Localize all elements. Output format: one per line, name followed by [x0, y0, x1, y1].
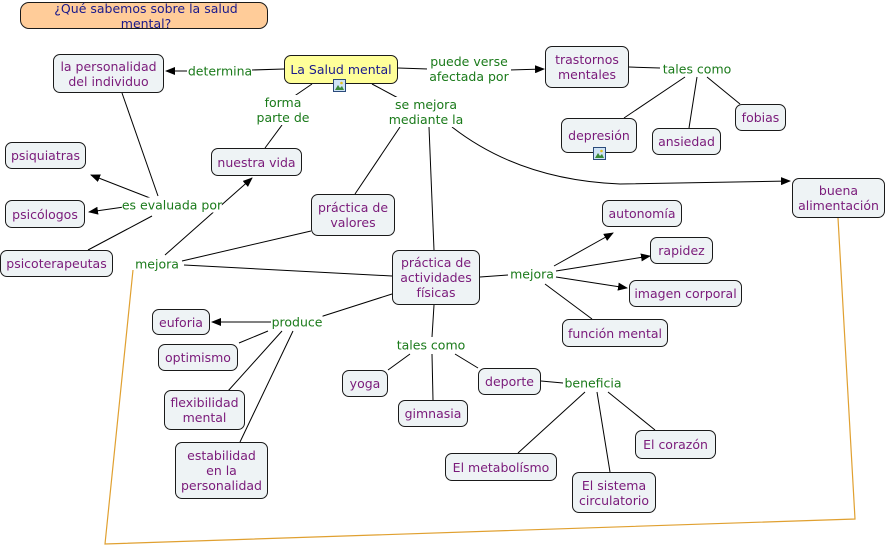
node-salud-mental[interactable]: La Salud mental: [284, 55, 398, 84]
node-practica-valores-label: práctica de valores: [317, 200, 389, 230]
node-practica-actividades-label: práctica de actividades físicas: [400, 255, 472, 300]
node-autonomia[interactable]: autonomía: [602, 200, 682, 227]
node-optimismo-label: optimismo: [165, 350, 231, 365]
node-flexibilidad[interactable]: flexibilidad mental: [164, 390, 245, 430]
node-psicologos[interactable]: psicólogos: [5, 200, 85, 228]
focus-question-text: ¿Qué sabemos sobre la salud mental?: [54, 0, 238, 31]
node-imagen-corporal-label: imagen corporal: [634, 286, 737, 301]
node-yoga-label: yoga: [349, 376, 381, 391]
node-imagen-corporal[interactable]: imagen corporal: [629, 280, 742, 307]
node-gimnasia[interactable]: gimnasia: [398, 400, 468, 427]
node-buena-alimentacion[interactable]: buena alimentación: [792, 178, 885, 218]
link-produce: produce: [271, 314, 323, 330]
node-fobias-label: fobias: [741, 110, 780, 125]
link-puede-verse: puede verse afectada por: [427, 54, 511, 84]
node-corazon[interactable]: El corazón: [635, 430, 716, 459]
image-attachment-icon[interactable]: [333, 79, 346, 92]
node-euforia[interactable]: euforia: [152, 309, 210, 335]
node-euforia-label: euforia: [159, 314, 203, 330]
node-fobias[interactable]: fobias: [735, 104, 786, 131]
node-flexibilidad-label: flexibilidad mental: [170, 395, 239, 425]
link-determina: determina: [187, 63, 253, 79]
node-ansiedad-label: ansiedad: [658, 134, 715, 149]
link-mejora-left: mejora: [135, 256, 179, 272]
node-estabilidad-label: estabilidad en la personalidad: [181, 448, 262, 493]
node-funcion-mental-label: función mental: [568, 325, 662, 341]
node-metabolismo[interactable]: El metabolísmo: [445, 453, 557, 481]
node-depresion-label: depresión: [568, 128, 630, 143]
node-psiquiatras[interactable]: psiquiatras: [5, 142, 86, 169]
node-psicologos-label: psicólogos: [12, 206, 78, 222]
link-forma-parte: forma parte de: [253, 95, 313, 125]
node-psiquiatras-label: psiquiatras: [10, 148, 81, 163]
link-se-mejora: se mejora mediante la: [387, 97, 465, 127]
node-psicoterapeutas[interactable]: psicoterapeutas: [0, 250, 113, 277]
node-sistema-circulatorio-label: El sistema circulatorio: [579, 477, 649, 508]
node-personalidad[interactable]: la personalidad del individuo: [53, 54, 164, 93]
link-evaluada: es evaluada por: [121, 197, 223, 213]
node-nuestra-vida[interactable]: nuestra vida: [211, 148, 302, 176]
image-icon-graphic-depresion: [595, 149, 604, 158]
node-trastornos[interactable]: trastornos mentales: [545, 46, 629, 88]
node-salud-mental-label: La Salud mental: [290, 62, 392, 77]
node-practica-actividades[interactable]: práctica de actividades físicas: [392, 250, 480, 305]
node-ansiedad[interactable]: ansiedad: [652, 128, 721, 155]
image-attachment-icon-depresion[interactable]: [593, 147, 606, 160]
node-sistema-circulatorio[interactable]: El sistema circulatorio: [572, 472, 656, 513]
node-autonomia-label: autonomía: [608, 206, 676, 221]
node-nuestra-vida-label: nuestra vida: [217, 154, 296, 170]
node-optimismo[interactable]: optimismo: [158, 344, 238, 371]
node-rapidez-label: rapidez: [658, 243, 705, 258]
focus-question: ¿Qué sabemos sobre la salud mental?: [20, 0, 268, 31]
node-practica-valores[interactable]: práctica de valores: [311, 194, 395, 236]
link-beneficia: beneficia: [564, 375, 622, 391]
link-mejora-right: mejora: [510, 266, 554, 282]
node-personalidad-label: la personalidad del individuo: [60, 58, 157, 89]
node-deporte-label: deporte: [485, 374, 534, 389]
image-icon-graphic: [335, 81, 344, 90]
node-estabilidad[interactable]: estabilidad en la personalidad: [175, 442, 268, 499]
node-psicoterapeutas-label: psicoterapeutas: [6, 256, 107, 271]
node-corazon-label: El corazón: [643, 437, 708, 452]
node-buena-alimentacion-label: buena alimentación: [798, 183, 879, 213]
node-rapidez[interactable]: rapidez: [650, 237, 713, 264]
node-metabolismo-label: El metabolísmo: [452, 459, 550, 475]
link-tales-como-2: tales como: [396, 337, 466, 353]
link-tales-como-1: tales como: [662, 61, 732, 77]
node-gimnasia-label: gimnasia: [404, 406, 462, 421]
node-trastornos-label: trastornos mentales: [555, 52, 619, 82]
node-deporte[interactable]: deporte: [478, 368, 541, 395]
node-funcion-mental[interactable]: función mental: [562, 319, 668, 347]
node-yoga[interactable]: yoga: [342, 370, 388, 397]
